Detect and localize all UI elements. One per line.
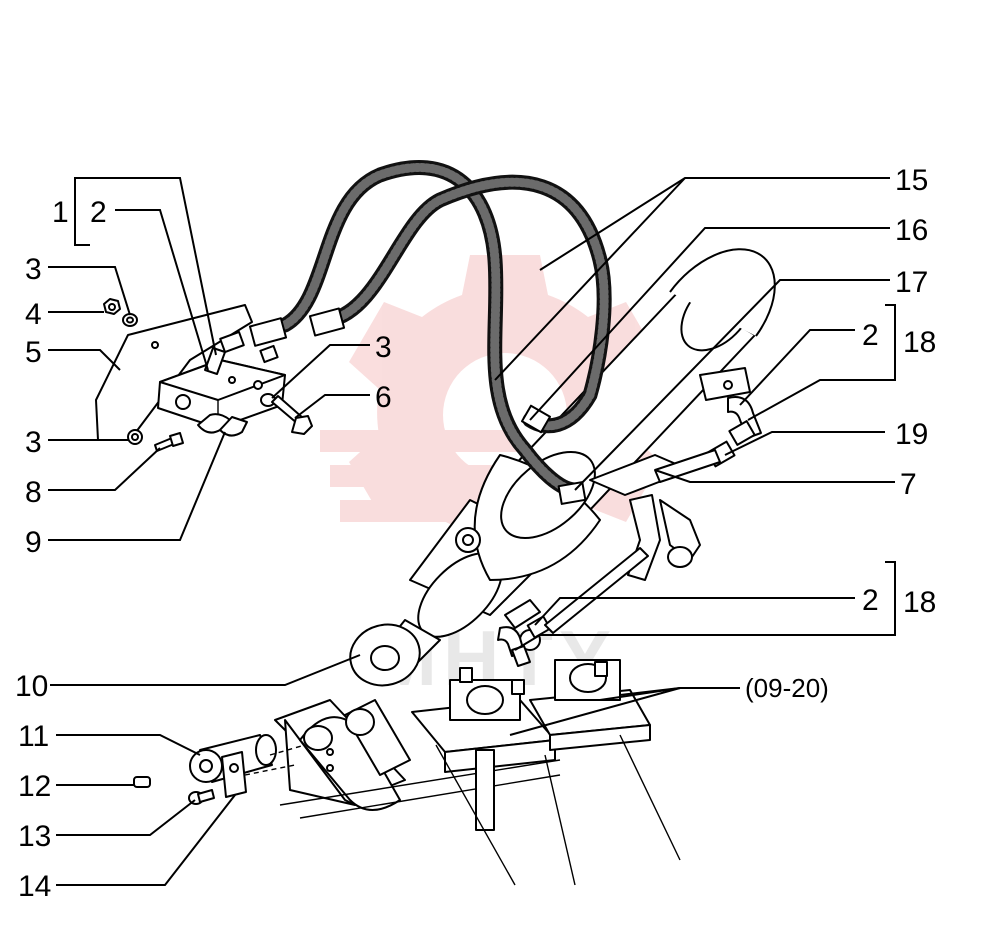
label-2: 2 — [90, 196, 107, 229]
label-12: 12 — [18, 770, 51, 803]
label-19: 19 — [895, 418, 928, 451]
label-4: 4 — [25, 298, 42, 331]
pivot-pin — [189, 734, 277, 783]
label-16: 16 — [895, 214, 928, 247]
grease-nipple — [133, 776, 151, 788]
leader-lines — [48, 177, 896, 886]
elbow-fitting-upper — [706, 396, 762, 468]
pivot-support-frame — [411, 659, 681, 886]
label-17: 17 — [895, 266, 928, 299]
label-11: 11 — [18, 720, 49, 753]
bolt — [260, 393, 313, 435]
label-10: 10 — [15, 670, 48, 703]
nut — [103, 298, 121, 315]
label-9: 9 — [25, 526, 42, 559]
label-18-upper: 18 — [903, 326, 936, 359]
pin-dashed-axis — [244, 744, 306, 776]
label-1: 1 — [52, 196, 69, 229]
label-3-lower: 3 — [25, 426, 42, 459]
label-2-lower-right: 2 — [862, 584, 879, 617]
label-09-20: (09-20) — [745, 673, 829, 703]
washer — [122, 313, 138, 327]
label-14: 14 — [18, 870, 51, 903]
pin-plate — [221, 751, 247, 798]
hydraulic-hose-pair — [277, 160, 612, 498]
part-labels: 1 2 3 4 5 3 3 6 8 9 15 16 17 2 18 19 7 2… — [15, 164, 936, 903]
mounting-bracket-frame — [274, 699, 561, 819]
label-8: 8 — [25, 476, 42, 509]
elbow-fitting-lower — [497, 615, 552, 667]
label-13: 13 — [18, 820, 51, 853]
label-15: 15 — [895, 164, 928, 197]
label-2-upper-right: 2 — [862, 319, 879, 352]
valve-block — [157, 331, 286, 437]
label-7: 7 — [900, 468, 917, 501]
label-5: 5 — [25, 336, 42, 369]
label-3-right: 3 — [375, 331, 392, 364]
label-3: 3 — [25, 253, 42, 286]
hose-end-fittings — [248, 307, 587, 505]
label-6: 6 — [375, 381, 392, 414]
label-18-lower: 18 — [903, 586, 936, 619]
pipe-line — [544, 449, 721, 634]
